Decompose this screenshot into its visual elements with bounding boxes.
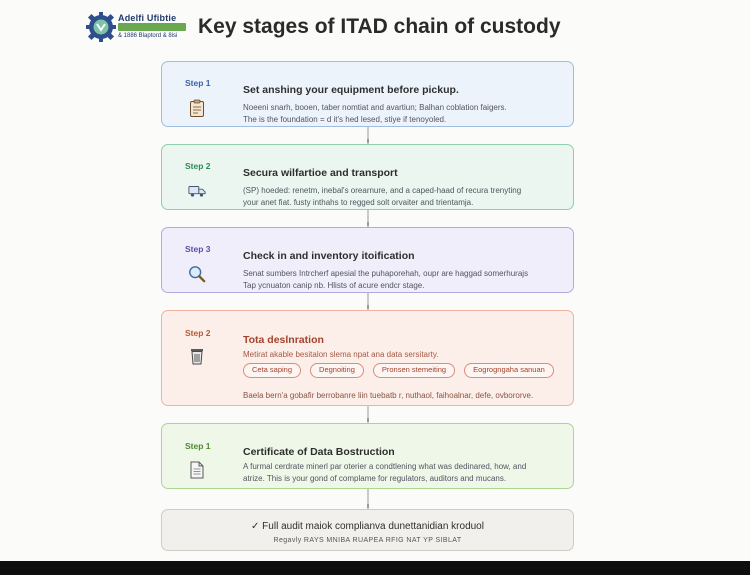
stage-title: Secura wilfartioe and transport [243,167,398,179]
stage-card-prepare: Step 1 Set anshing your equipment before… [161,61,574,127]
step-label: Step 3 [185,244,211,254]
description-line: (SP) hoeded: renetm, inebal's orearnure,… [243,186,522,195]
description-line: atrize. This is your gond of complame fo… [243,474,507,483]
stage-title: Check in and inventory itoification [243,250,415,262]
stage-title: Certificate of Data Bostruction [243,446,395,458]
connector-arrow [367,127,369,144]
method-pill: Degnoiting [310,363,364,378]
logo-gear-icon [86,12,116,42]
method-pill: Pronsen stemeiting [372,363,456,378]
company-logo: Adelfi Ufibtie & 1886 Blaptord & 8isi [86,12,190,42]
stage-description: Noeeni snarh, booen, taber nomtiat and a… [243,102,507,126]
connector-arrow [367,293,369,310]
stage-description: Metirat akable besitalon slema npat ana … [243,350,439,359]
connector-arrow [367,406,369,423]
step-label: Step 1 [185,78,211,88]
stage-card-certificate: Step 1 Certificate of Data Bostruction A… [161,423,574,489]
summary-banner: ✓ Full audit maiok complianva dunettanid… [161,509,574,551]
stage-title: Tota deslnration [243,334,324,346]
method-pill: Ceta saping [243,363,302,378]
stage-card-transport: Step 2 Secura wilfartioe and transport (… [161,144,574,210]
description-line: Noeeni snarh, booen, taber nomtiat and a… [243,103,507,112]
logo-tagline: & 1886 Blaptord & 8isi [118,33,178,39]
connector-arrow [367,489,369,509]
stage-title: Set anshing your equipment before pickup… [243,84,459,96]
method-pill: Eogrogngaha sanuan [464,363,554,378]
summary-title: ✓ Full audit maiok complianva dunettanid… [251,521,484,532]
summary-subtitle: Regavly RAYS MNIBA RUAPEA RFIG NAT YP SI… [273,537,462,544]
trash-bin-icon [188,347,206,365]
stage-description: A furmal cerdrate minerl par oterier a c… [243,461,526,485]
logo-banner [118,23,186,31]
description-line: Tap ycnuaton canip nb. Hlists of acure e… [243,281,425,290]
description-line: Senat sumbers Intrcherf apesial the puha… [243,269,529,278]
stage-card-destruction: Step 2 Tota deslnration Metirat akable b… [161,310,574,406]
description-line: A furmal cerdrate minerl par oterier a c… [243,462,527,471]
document-icon [188,461,206,479]
stage-description: Senat sumbers Intrcherf apesial the puha… [243,268,528,292]
description-line: The is the foundation = d it's hed lesed… [243,115,447,124]
description-line: your anet fiat. fusty inthahs to regged … [243,198,474,207]
stage-card-inventory: Step 3 Check in and inventory itoificati… [161,227,574,293]
step-label: Step 2 [185,161,211,171]
connector-arrow [367,210,369,227]
truck-icon [188,182,206,200]
step-label: Step 2 [185,328,211,338]
destruction-footnote: Baela bern'a gobafir berrobanre liin tue… [243,391,534,400]
step-label: Step 1 [185,441,211,451]
bottom-bar [0,561,750,575]
clipboard-icon [188,99,206,117]
page-title: Key stages of ITAD chain of custody [198,15,561,38]
destruction-methods: Ceta saping Degnoiting Pronsen stemeitin… [243,363,554,378]
stage-description: (SP) hoeded: renetm, inebal's orearnure,… [243,185,521,209]
logo-wordmark: Adelfi Ufibtie [118,13,177,23]
magnifier-icon [188,265,206,283]
